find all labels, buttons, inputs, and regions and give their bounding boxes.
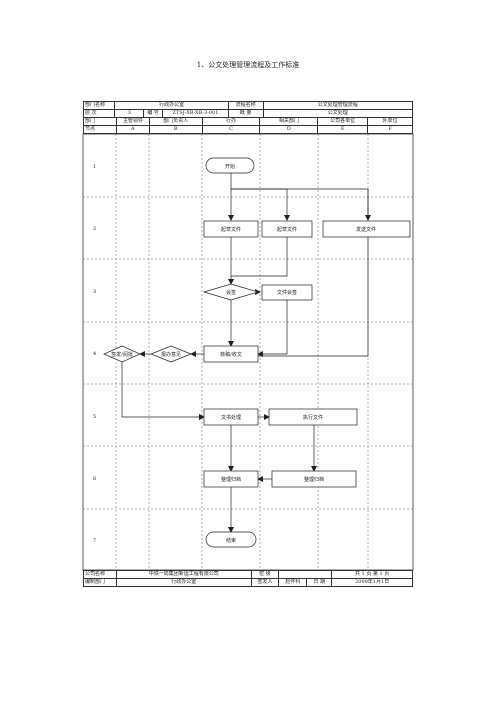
row-number-7: 7 <box>93 538 96 544</box>
node-approve-b: 报办意见 <box>150 345 192 363</box>
svg-text:开始: 开始 <box>225 163 235 170</box>
svg-text:文件会签: 文件会签 <box>277 289 297 296</box>
page-count: 共 1 页 第 1 页 <box>331 570 413 579</box>
svg-text:会签: 会签 <box>226 289 236 296</box>
col-letter-b: B <box>148 125 203 134</box>
node-countersign-doc: 文件会签 <box>261 284 313 301</box>
footer-table: 公司名称 中铁一局集团新运工程有限公司 密 级 共 1 页 第 1 页 编制部门… <box>83 570 413 587</box>
row-dividers <box>83 196 413 510</box>
secret-label: 密 级 <box>250 570 280 579</box>
node-draft-c: 起草文件 <box>203 220 259 238</box>
node-execute: 执行文件 <box>268 408 358 426</box>
date-label: 日 期 <box>306 578 333 587</box>
date-value: 2009年1月1日 <box>331 578 413 587</box>
node-start: 开始 <box>205 157 255 174</box>
node-send: 发送文件 <box>322 220 411 238</box>
company-value: 中铁一局集团新运工程有限公司 <box>115 570 252 579</box>
svg-text:执行文件: 执行文件 <box>303 414 323 421</box>
node-countersign: 会签 <box>202 283 260 301</box>
svg-text:文书处理: 文书处理 <box>221 414 241 421</box>
svg-text:核稿/收文: 核稿/收文 <box>220 351 242 358</box>
connectors <box>121 173 371 533</box>
node-review: 核稿/收文 <box>203 345 259 363</box>
issuer-label: 签发人 <box>250 578 280 587</box>
svg-text:结束: 结束 <box>226 537 236 544</box>
page-title: 1、公文处理管理流程及工作标准 <box>196 61 300 69</box>
node-end: 结束 <box>205 531 257 548</box>
node-archive-c: 整理归档 <box>203 470 259 488</box>
svg-text:起草文件: 起草文件 <box>221 226 241 233</box>
node-approve-a: 签发/阅批 <box>103 345 141 363</box>
node-draft-d: 起草文件 <box>261 220 313 238</box>
svg-text:起草文件: 起草文件 <box>277 226 297 233</box>
row-number-5: 5 <box>93 414 96 420</box>
company-label: 公司名称 <box>83 570 117 579</box>
prep-dept-label: 编制部门 <box>83 578 117 587</box>
row-number-4: 4 <box>93 351 96 357</box>
svg-text:报办意见: 报办意见 <box>161 351 181 358</box>
prep-dept-value: 行政办公室 <box>115 578 252 587</box>
svg-text:整理归档: 整理归档 <box>304 476 324 483</box>
secret-value <box>278 570 333 579</box>
row-number-3: 3 <box>93 289 96 295</box>
col-letter-f: F <box>367 125 413 134</box>
node-archive-e: 整理归档 <box>271 470 357 488</box>
svg-text:整理归档: 整理归档 <box>221 476 241 483</box>
svg-text:签发/阅批: 签发/阅批 <box>111 351 133 358</box>
column-header-table: 部门 主管领导 部门负责人 行办 相关部门 公司各单位 外单位 节点 A B C… <box>83 117 413 134</box>
col-letter-a: A <box>115 125 150 134</box>
row-number-2: 2 <box>93 226 96 232</box>
row-number-6: 6 <box>93 476 96 482</box>
row-number-1: 1 <box>93 164 96 170</box>
node-process-c: 文书处理 <box>203 408 259 426</box>
svg-text:发送文件: 发送文件 <box>356 226 376 233</box>
issuer-value: 赵怀科 <box>278 578 308 587</box>
